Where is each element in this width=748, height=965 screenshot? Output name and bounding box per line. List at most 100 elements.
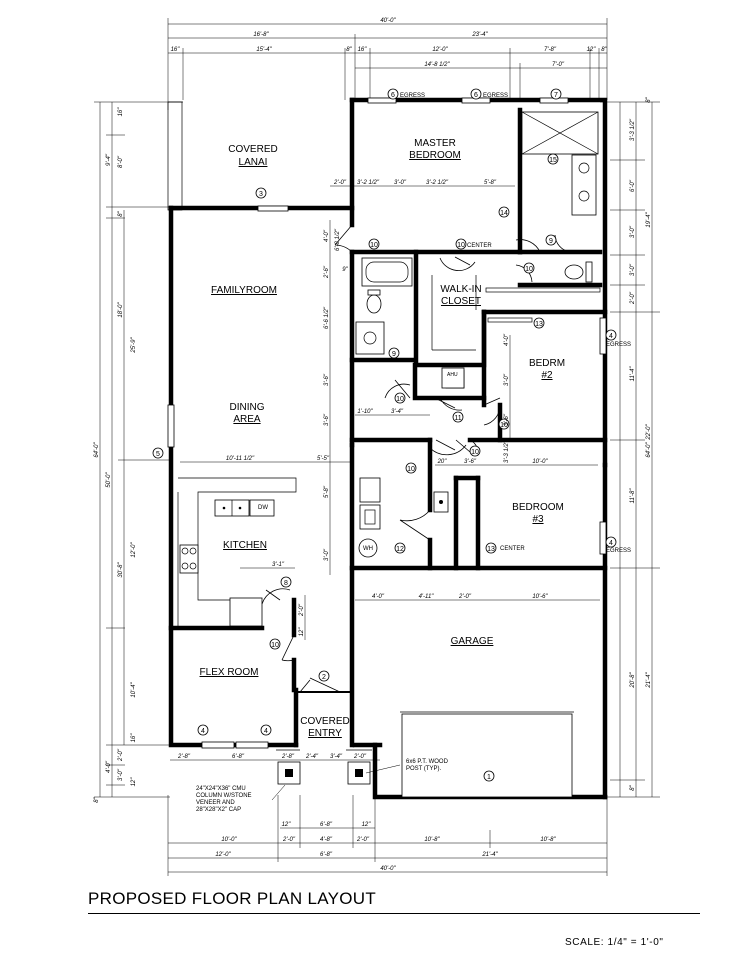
dim-label: 2'-0" — [630, 291, 636, 305]
dim-label: 12'-0" — [215, 852, 231, 858]
room-label: GARAGE — [451, 636, 494, 647]
tag-label: 13 — [535, 321, 543, 328]
post-note: POST (TYP). — [406, 766, 442, 772]
dim-label: 10'-6" — [532, 594, 548, 600]
tag-label: 6 — [474, 92, 478, 99]
egress-note: EGRESS — [400, 93, 425, 99]
room-label: ENTRY — [308, 728, 342, 739]
dim-label: 6'-8" — [232, 754, 245, 760]
dim-label: 4'-0" — [106, 760, 112, 773]
room-label: COVERED — [228, 144, 277, 155]
dimension-labels: 40'-0" 16'-8" 23'-4" 16" 15'-4" 8" 16" 1… — [171, 18, 608, 872]
ahu-note: AHU — [447, 372, 458, 378]
room-label: AREA — [233, 414, 261, 425]
tag-label: 10 — [396, 396, 404, 403]
dim-label: 5'-5" — [317, 456, 330, 462]
dim-label: 4'-0" — [504, 333, 510, 346]
dim-label: 21'-4" — [481, 852, 498, 858]
dim-label: 12'-0" — [131, 541, 137, 557]
column-note: COLUMN W/STONE — [196, 793, 252, 799]
dim-label: 12" — [282, 822, 292, 828]
dim-label: 10'-11 1/2" — [226, 456, 255, 462]
tag-label: 7 — [554, 92, 558, 99]
room-label: COVERED — [300, 716, 349, 727]
dim-label: 3'-6" — [504, 413, 510, 426]
vertical-dimension-labels: 64'-0" 50'-0" 8" 16" 9'-4" 8'-0" 8" 18'-… — [94, 96, 652, 802]
dim-label: 16'-8" — [253, 32, 269, 38]
tag-label: 4 — [264, 728, 268, 735]
dim-label: 2'-6" — [324, 265, 330, 279]
dim-label: 2'-0" — [458, 594, 472, 600]
room-label: #2 — [541, 370, 553, 381]
tag-label: 8 — [284, 580, 288, 587]
egress-note: EGRESS — [606, 342, 631, 348]
dim-label: 2'-8" — [281, 754, 295, 760]
tag-label: 9 — [392, 351, 396, 358]
dim-label: 2'-0" — [333, 180, 347, 186]
tag-label: 10 — [271, 642, 279, 649]
dim-label: 18'-0" — [118, 301, 124, 317]
tag-label: 11 — [454, 415, 461, 422]
column-note: 24"X24"X36" CMU — [196, 786, 246, 792]
dim-label: 64'-0" — [94, 441, 100, 457]
dim-label: 8" — [630, 784, 636, 790]
dim-label: 3'-6" — [464, 459, 477, 465]
dim-label: 19'-4" — [646, 211, 652, 227]
room-label: FLEX ROOM — [200, 667, 259, 678]
dim-label: 7'-8" — [544, 47, 557, 53]
page-title: PROPOSED FLOOR PLAN LAYOUT — [88, 889, 377, 908]
dim-label: 3'-0" — [118, 768, 124, 781]
dim-label: 3'-0" — [630, 263, 636, 276]
tag-label: 10 — [500, 422, 508, 429]
dim-label: 10'-8" — [424, 837, 440, 843]
dim-label: 3'-1" — [272, 562, 285, 568]
dim-label: 6'-8 1/2" — [335, 228, 341, 251]
dim-label: 3'-0" — [504, 373, 510, 386]
scale-note: SCALE: 1/4" = 1'-0" — [565, 937, 664, 948]
dim-label: 10'-0" — [221, 837, 237, 843]
dim-label: 10'-8" — [540, 837, 556, 843]
tag-label: 15 — [549, 157, 557, 164]
dim-label: 3'-4" — [391, 409, 404, 415]
tag-label: 10 — [471, 449, 479, 456]
walls — [167, 97, 608, 800]
room-label: BEDROOM — [512, 502, 564, 513]
dim-label: 6'-0" — [630, 179, 636, 192]
dim-label: 3'-4" — [330, 754, 343, 760]
dim-label: 12" — [587, 47, 597, 53]
dim-label: 6'-6 1/2" — [324, 306, 330, 329]
dim-label: 3'-0" — [394, 180, 407, 186]
dim-label: 4'-8" — [320, 837, 333, 843]
dimension-lines — [94, 18, 660, 876]
dim-label: 8'-0" — [118, 155, 124, 168]
water-heater — [358, 538, 378, 558]
dim-label: 2'-0" — [282, 837, 296, 843]
center-note: CENTER — [500, 546, 525, 552]
tag-label: 6 — [391, 92, 395, 99]
room-label: FAMILYROOM — [211, 285, 277, 296]
dim-label: 12'-0" — [432, 47, 448, 53]
dim-label: 16" — [131, 733, 137, 743]
dim-label: 20'-8" — [630, 671, 636, 688]
tag-label: 10 — [457, 242, 465, 249]
dim-label: 25'-9" — [131, 336, 137, 353]
dim-label: 10'-4" — [131, 681, 137, 697]
dim-label: 12" — [131, 777, 137, 787]
dim-label: 15'-4" — [256, 47, 272, 53]
bath-fixtures — [355, 111, 601, 530]
room-label: DINING — [230, 402, 265, 413]
dim-label: 4'-0" — [324, 229, 330, 242]
tag-circles: 1 2 3 4 4 4 4 5 6 6 7 8 9 9 10 10 10 10 … — [152, 88, 617, 782]
dim-label: 8" — [601, 47, 607, 53]
dim-label: 3'-0" — [324, 548, 330, 561]
dw-note: DW — [258, 505, 268, 511]
tag-label: 5 — [156, 451, 160, 458]
tag-label: 14 — [500, 210, 508, 217]
columns — [271, 749, 401, 801]
dim-label: 9" — [342, 267, 348, 273]
dim-label: 12" — [299, 627, 305, 637]
dim-label: 11'-4" — [630, 366, 636, 382]
windows — [167, 97, 607, 798]
dim-label: 10'-0" — [532, 459, 548, 465]
dim-label: 3'-3 1/2" — [630, 118, 636, 141]
